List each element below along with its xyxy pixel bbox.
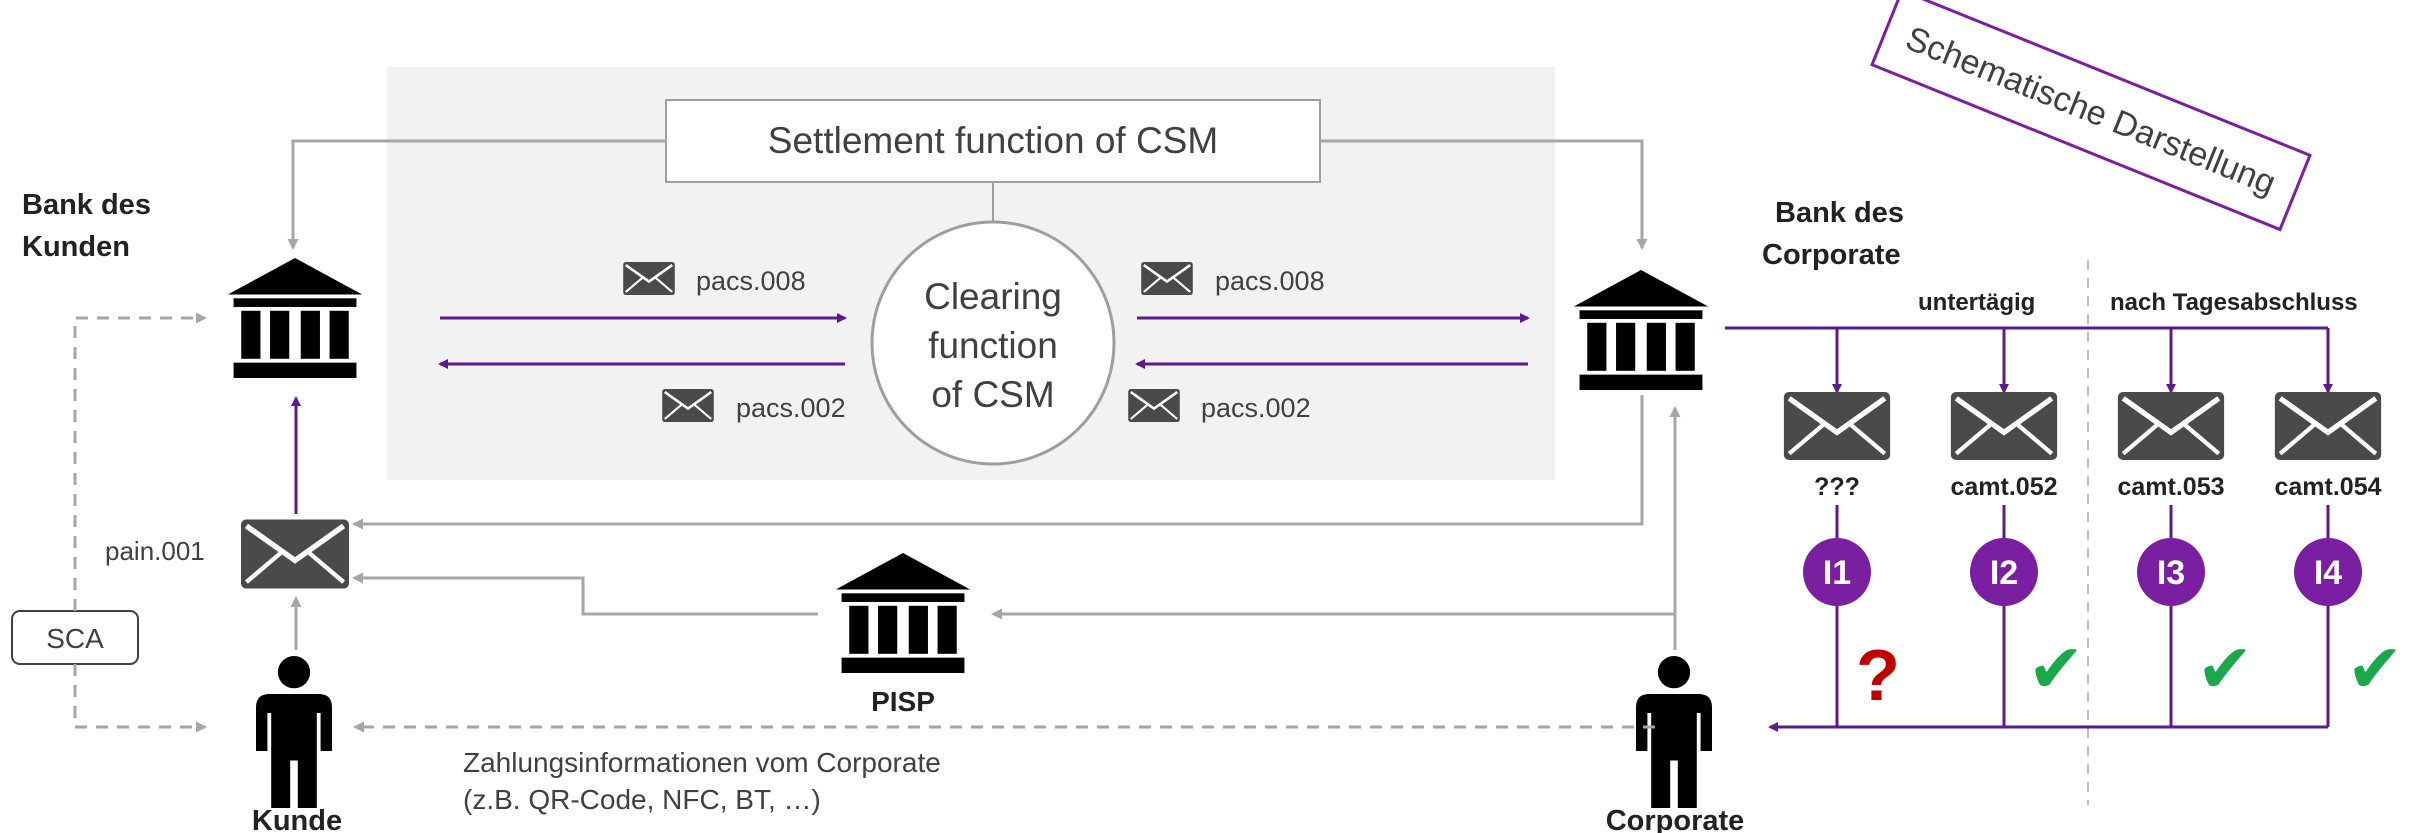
pisp-bank-icon	[835, 553, 971, 673]
report-message-3: camt.053	[2117, 473, 2224, 501]
report-badge-4	[2294, 538, 2362, 606]
customer-label: Kunde	[252, 805, 342, 833]
pisp-to-pain-arrow	[352, 572, 818, 616]
corporate-label: Corporate	[1606, 805, 1745, 833]
clearing-circle	[870, 220, 1116, 466]
clearing-line-1: Clearing	[924, 276, 1062, 317]
report-message-1: ???	[1814, 473, 1860, 501]
corporate-bank-label-2: Corporate	[1762, 239, 1901, 271]
customer-bank-icon	[227, 258, 363, 378]
pain001-envelope-icon	[241, 519, 349, 588]
pain001-label: pain.001	[105, 536, 205, 566]
pacs008-right-label: pacs.008	[1215, 266, 1325, 296]
settlement-to-customer-bank-arrow	[287, 139, 666, 250]
customer-person-icon	[256, 656, 332, 808]
pisp-label: PISP	[871, 686, 935, 717]
corporate-bank-label-1: Bank des	[1775, 197, 1904, 229]
sca-label: SCA	[46, 623, 104, 654]
pacs002-left-label: pacs.002	[736, 393, 846, 423]
report-badge-3	[2137, 538, 2205, 606]
clearing-line-3: of CSM	[931, 374, 1054, 415]
pacs002-right-label: pacs.002	[1201, 393, 1311, 423]
customer-bank-label-1: Bank des	[22, 189, 151, 221]
intraday-label: untertägig	[1918, 289, 2035, 316]
question-mark-icon: ?	[1856, 636, 1900, 716]
report-envelope-icon	[2118, 392, 2224, 460]
customer-bank-label-2: Kunden	[22, 231, 130, 263]
report-badge-label-3: I3	[2157, 554, 2185, 592]
report-badge-1	[1803, 538, 1871, 606]
checkmark-icon: ✔	[2028, 631, 2085, 707]
envelope-icon	[1141, 262, 1193, 295]
corporate-bank-icon	[1573, 270, 1709, 390]
envelope-icon	[662, 389, 714, 422]
report-envelope-icon	[1784, 392, 1890, 460]
report-badge-label-4: I4	[2314, 554, 2342, 592]
corporate-bank-to-pain-arrow	[352, 395, 1644, 530]
settlement-box	[665, 99, 1321, 183]
envelope-icon	[623, 262, 675, 295]
payment-info-line-2: (z.B. QR-Code, NFC, BT, …)	[463, 784, 821, 815]
report-badge-2	[1970, 538, 2038, 606]
report-envelope-icon	[1951, 392, 2057, 460]
pacs008-left-label: pacs.008	[696, 266, 806, 296]
corporate-to-pisp-arrow	[991, 608, 1677, 650]
checkmark-icon: ✔	[2347, 631, 2404, 707]
report-message-4: camt.054	[2274, 473, 2381, 501]
report-badge-label-2: I2	[1990, 554, 2018, 592]
report-badge-label-1: I1	[1823, 554, 1851, 592]
checkmark-icon: ✔	[2197, 631, 2254, 707]
clearing-line-2: function	[928, 325, 1058, 366]
report-envelope-icon	[2275, 392, 2381, 460]
envelope-icon	[1128, 389, 1180, 422]
sca-to-customer-arrow	[73, 664, 207, 733]
sca-to-bank-arrow	[73, 312, 207, 611]
settlement-to-corporate-bank-arrow	[1320, 139, 1648, 250]
payment-info-line-1: Zahlungsinformationen vom Corporate	[463, 747, 941, 778]
settlement-label: Settlement function of CSM	[768, 120, 1218, 161]
end-of-day-label: nach Tagesabschluss	[2110, 289, 2358, 316]
stamp-label: Schematische Darstellung	[1900, 19, 2280, 202]
schematic-stamp: Schematische Darstellung	[1870, 0, 2312, 232]
corporate-person-icon	[1636, 656, 1712, 808]
report-message-2: camt.052	[1950, 473, 2057, 501]
